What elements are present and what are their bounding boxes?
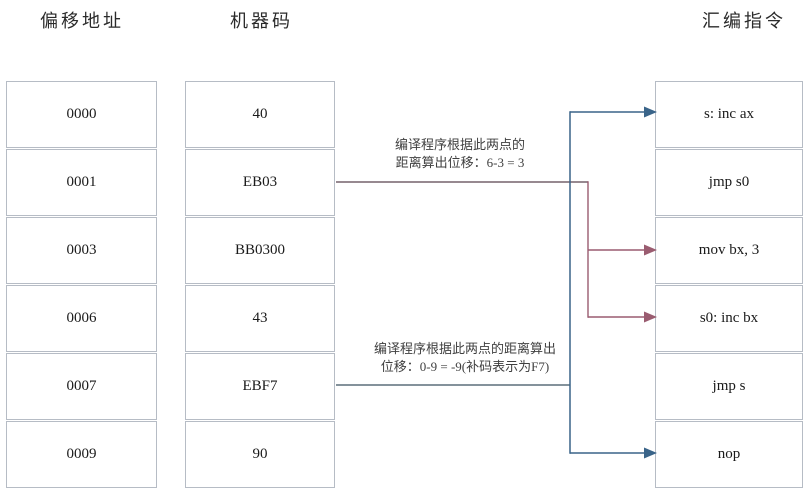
- offset-cell-0000: 0000: [6, 81, 157, 148]
- forward-jump-annotation: 编译程序根据此两点的 距离算出位移：6-3 = 3: [380, 136, 540, 171]
- backward-jump-annotation-line1: 编译程序根据此两点的距离算出: [373, 341, 556, 356]
- forward-jump-annotation-line1: 编译程序根据此两点的: [394, 137, 525, 152]
- assembly-cell-s-inc-ax: s: inc ax: [655, 81, 803, 148]
- machine-code-header: 机器码: [230, 11, 293, 31]
- machine-code-cell-40: 40: [185, 81, 335, 148]
- offset-cell-0007: 0007: [6, 353, 157, 420]
- assembly-cell-mov-bx-3: mov bx, 3: [655, 217, 803, 284]
- offset-cell-0003: 0003: [6, 217, 157, 284]
- machine-code-cell-43: 43: [185, 285, 335, 352]
- assembly-cell-s0-inc-bx: s0: inc bx: [655, 285, 803, 352]
- assembly-cell-jmp-s: jmp s: [655, 353, 803, 420]
- offset-address-column: 0000 0001 0003 0006 0007 0009: [6, 81, 157, 488]
- machine-code-cell-eb03: EB03: [185, 149, 335, 216]
- machine-code-cell-90: 90: [185, 421, 335, 488]
- offset-cell-0006: 0006: [6, 285, 157, 352]
- assembly-cell-jmp-s0: jmp s0: [655, 149, 803, 216]
- machine-code-column: 40 EB03 BB0300 43 EBF7 90: [185, 81, 335, 488]
- machine-code-cell-bb0300: BB0300: [185, 217, 335, 284]
- backward-jump-annotation-line2: 位移：0-9 = -9(补码表示为F7): [380, 358, 550, 374]
- assembly-header: 汇编指令: [702, 11, 786, 31]
- offset-cell-0001: 0001: [6, 149, 157, 216]
- offset-address-header: 偏移地址: [40, 11, 124, 31]
- machine-code-cell-ebf7: EBF7: [185, 353, 335, 420]
- backward-jump-annotation: 编译程序根据此两点的距离算出 位移：0-9 = -9(补码表示为F7): [358, 340, 572, 375]
- offset-cell-0009: 0009: [6, 421, 157, 488]
- assembly-column: s: inc ax jmp s0 mov bx, 3 s0: inc bx jm…: [655, 81, 803, 488]
- assembly-cell-nop: nop: [655, 421, 803, 488]
- forward-jump-annotation-line2: 距离算出位移：6-3 = 3: [395, 154, 525, 170]
